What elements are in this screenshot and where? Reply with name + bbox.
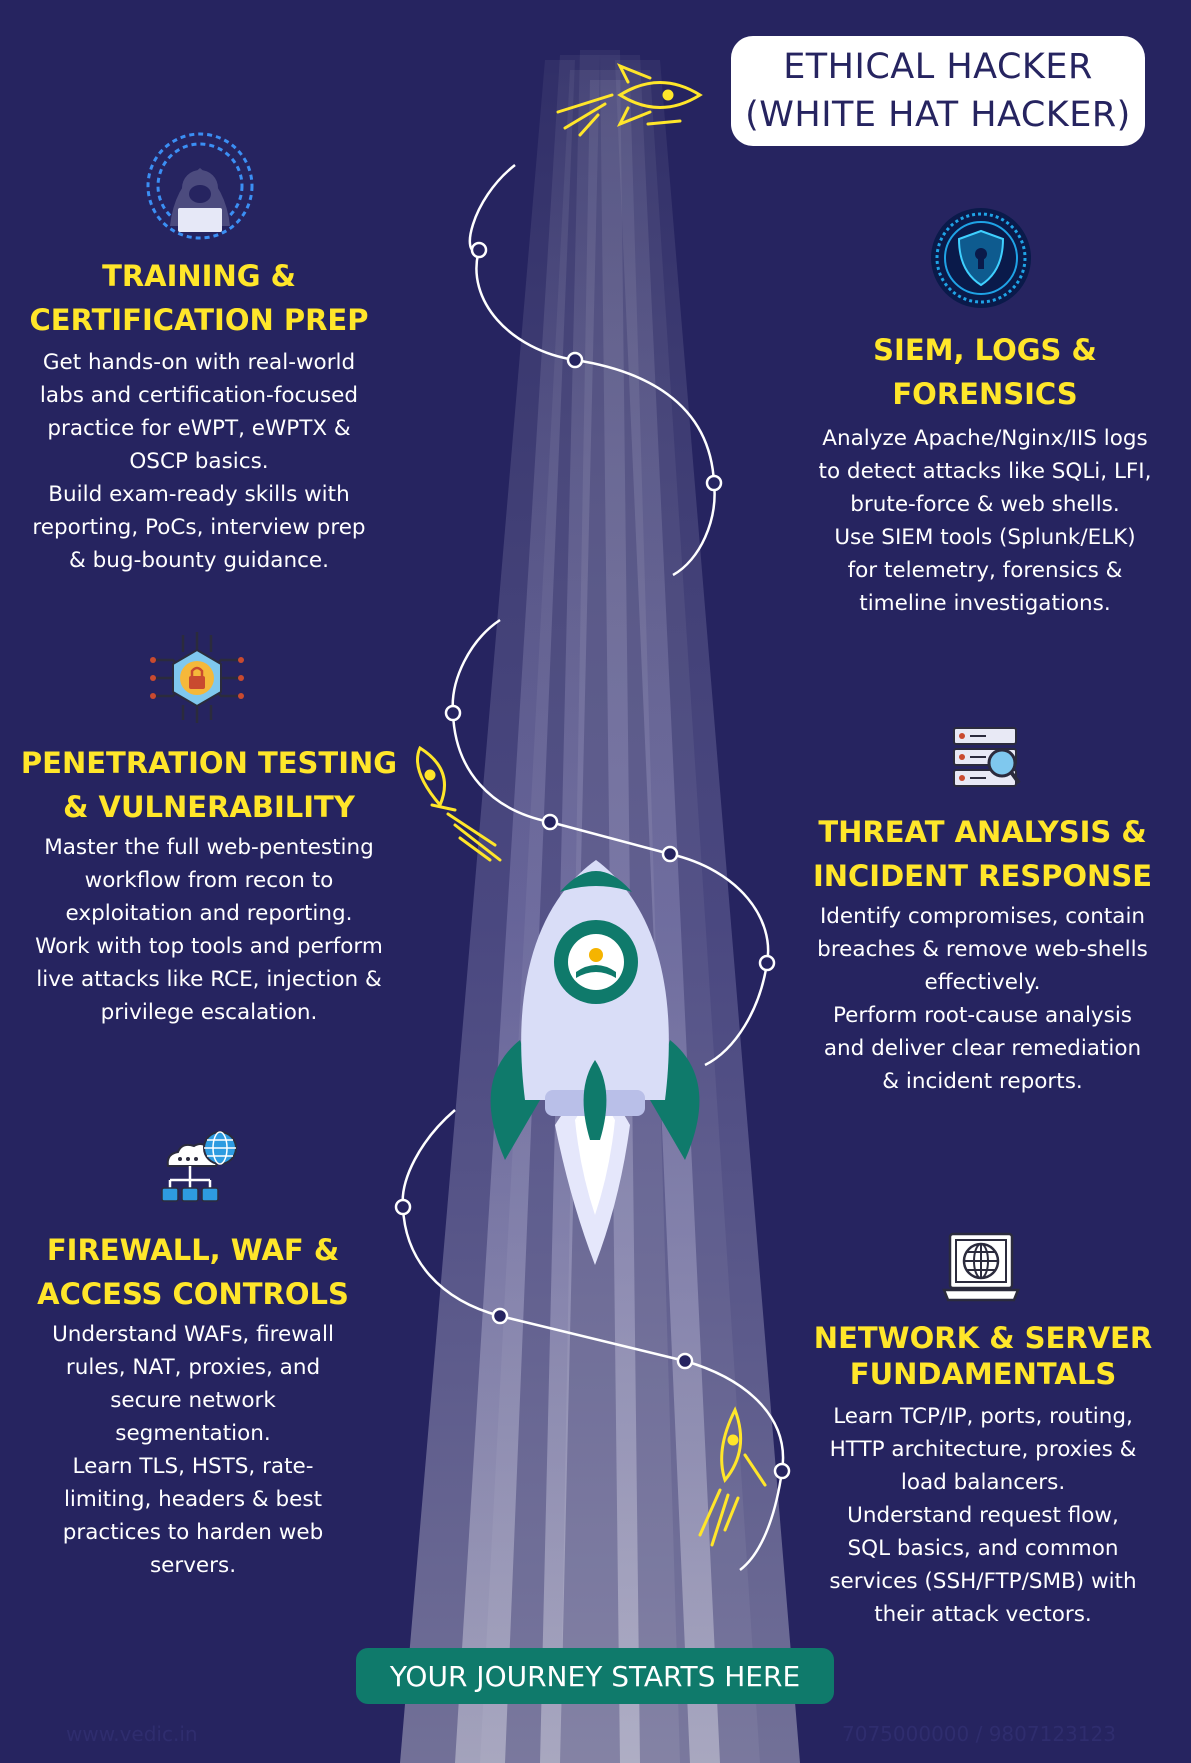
section-network-heading-2: FUNDAMENTALS: [849, 1357, 1117, 1391]
section-training-body: Get hands-on with real-world labs and ce…: [32, 350, 366, 573]
section-pentest: PENETRATION TESTING & VULNERABILITY Mast…: [14, 741, 404, 1029]
title-line-2: (WHITE HAT HACKER): [745, 95, 1131, 135]
section-firewall-heading-1: FIREWALL, WAF &: [46, 1233, 340, 1267]
section-pentest-body: Master the full web-pentesting workflow …: [35, 835, 383, 1025]
section-training-heading-1: TRAINING &: [102, 259, 296, 293]
section-training-heading-2: CERTIFICATION PREP: [29, 303, 369, 337]
footer-phone: 7075000000 / 9807123123: [842, 1722, 1116, 1746]
hooded-hacker-binary-icon: [146, 132, 254, 240]
footer-website: www.vedic.in: [66, 1722, 198, 1746]
small-rocket-top-icon: [556, 63, 703, 137]
server-magnifier-icon: [953, 727, 1021, 787]
section-pentest-heading-2: & VULNERABILITY: [63, 790, 355, 824]
section-siem: SIEM, LOGS & FORENSICS Analyze Apache/Ng…: [800, 328, 1170, 620]
section-threat-body: Identify compromises, contain breaches &…: [817, 904, 1148, 1094]
section-network-body: Learn TCP/IP, ports, routing, HTTP archi…: [829, 1404, 1137, 1627]
journey-cta-banner: YOUR JOURNEY STARTS HERE: [356, 1648, 834, 1704]
small-rocket-right-icon: [698, 1406, 767, 1547]
section-pentest-heading-1: PENETRATION TESTING: [20, 746, 398, 780]
section-siem-heading-1: SIEM, LOGS &: [873, 333, 1097, 367]
journey-path: [401, 164, 785, 1571]
section-network: NETWORK & SERVER FUNDAMENTALS Learn TCP/…: [797, 1320, 1169, 1631]
section-threat-heading-1: THREAT ANALYSIS &: [818, 815, 1147, 849]
title-banner: ETHICAL HACKER (WHITE HAT HACKER): [731, 36, 1145, 146]
section-siem-body: Analyze Apache/Nginx/IIS logs to detect …: [818, 426, 1152, 616]
section-firewall-body: Understand WAFs, firewall rules, NAT, pr…: [52, 1322, 334, 1578]
section-siem-heading-2: FORENSICS: [892, 377, 1078, 411]
section-firewall: FIREWALL, WAF & ACCESS CONTROLS Understa…: [18, 1228, 368, 1582]
path-nodes: [394, 241, 791, 1480]
section-threat-heading-2: INCIDENT RESPONSE: [812, 859, 1153, 893]
journey-cta-label: YOUR JOURNEY STARTS HERE: [389, 1659, 801, 1693]
section-training: TRAINING & CERTIFICATION PREP Get hands-…: [18, 254, 380, 577]
section-threat: THREAT ANALYSIS & INCIDENT RESPONSE Iden…: [795, 810, 1170, 1098]
section-firewall-heading-2: ACCESS CONTROLS: [37, 1277, 349, 1311]
title-line-1: ETHICAL HACKER: [783, 47, 1093, 87]
laptop-globe-icon: [942, 1232, 1020, 1302]
main-rocket-icon: [490, 860, 700, 1265]
cloud-network-globe-icon: [161, 1131, 237, 1202]
section-network-heading-1: NETWORK & SERVER: [813, 1321, 1153, 1355]
small-rocket-left-icon: [416, 745, 502, 862]
circuit-lock-icon: [150, 632, 244, 723]
shield-keyhole-icon: [931, 208, 1031, 308]
